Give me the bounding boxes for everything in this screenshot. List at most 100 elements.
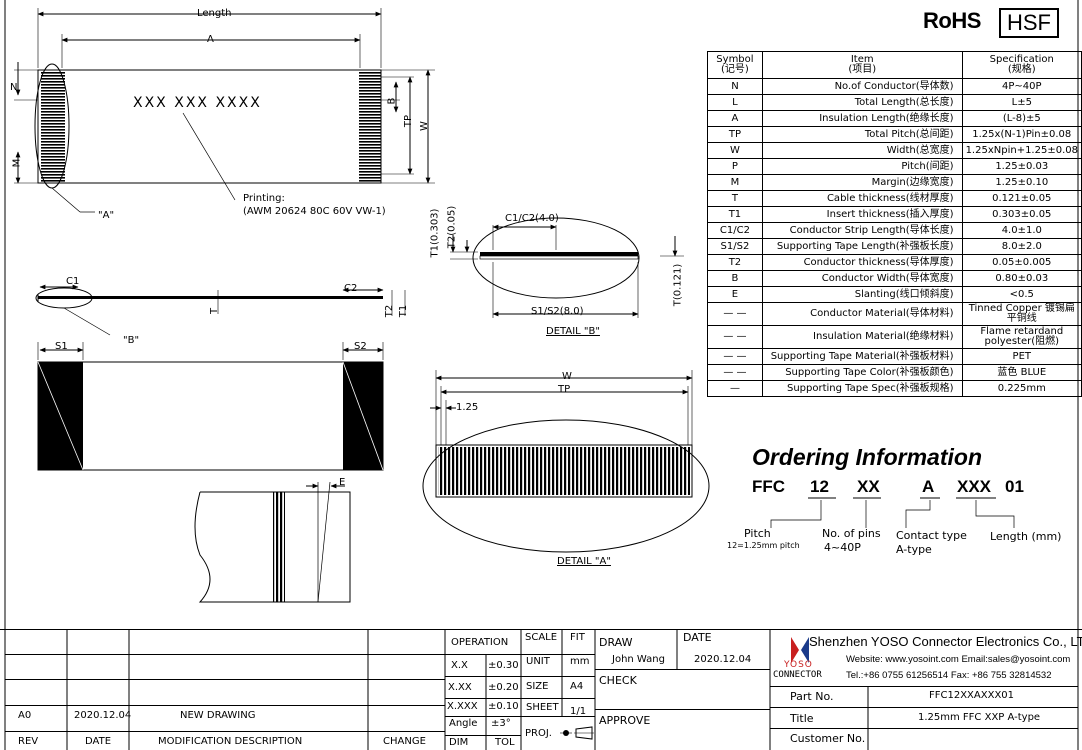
spec-header-cell: Specification(规格) [961, 51, 1082, 79]
spec-symbol: S1/S2 [707, 238, 763, 255]
w-label: W [418, 121, 430, 131]
spec-item: Cable thickness(线材厚度) [761, 190, 963, 207]
detail-a-title: DETAIL "A" [557, 556, 611, 567]
title-label: Title [790, 712, 814, 725]
marking-text: XXX XXX XXXX [133, 95, 262, 111]
date-label: DATE [683, 631, 712, 644]
spec-item: Conductor Width(导体宽度) [761, 270, 963, 287]
detail-b-title: DETAIL "B" [546, 326, 600, 337]
tol-xxxx-value: ±0.10 [488, 701, 519, 712]
code-pitch: 12 [810, 477, 829, 496]
t2-label: T2 [384, 304, 396, 318]
spec-value: <0.5 [961, 286, 1082, 303]
spec-item: Conductor thickness(导体厚度) [761, 254, 963, 271]
spec-value: 4.0±1.0 [961, 222, 1082, 239]
spec-value: 1.25±0.03 [961, 158, 1082, 175]
date-value: 2020.12.04 [694, 654, 752, 665]
spec-value: 0.303±0.05 [961, 206, 1082, 223]
pins-range: 4~40P [824, 541, 861, 554]
spec-row: —Supporting Tape Spec(补强板规格)0.225mm [707, 380, 1082, 397]
projection-symbol [560, 726, 594, 740]
tol-xx-value: ±0.30 [488, 660, 519, 671]
e-label: E [339, 477, 346, 488]
spec-value: 1.25±0.10 [961, 174, 1082, 191]
ordering-leaders [770, 497, 1015, 528]
date-header: DATE [85, 736, 112, 747]
spec-row: — —Insulation Material(绝缘材料)Flame retard… [707, 325, 1082, 349]
spec-header-cell: Item(项目) [761, 51, 963, 79]
spec-value: (L-8)±5 [961, 110, 1082, 127]
tol-xxxx-label: X.XXX [447, 701, 478, 712]
s1-label: S1 [55, 341, 68, 352]
spec-value: 4P~40P [961, 78, 1082, 95]
spec-item: Supporting Tape Material(补强板材料) [761, 348, 963, 365]
sheet-value: 1/1 [570, 706, 587, 717]
b-label: B [386, 97, 398, 105]
angle-value: ±3° [491, 718, 511, 729]
spec-symbol: TP [707, 126, 763, 143]
s2-label: S2 [354, 341, 367, 352]
spec-symbol: B [707, 270, 763, 287]
part-no-value: FFC12XXAXXX01 [929, 690, 1015, 701]
tol-label: TOL [495, 737, 515, 748]
rev-header: REV [18, 736, 39, 747]
code-contact: A [922, 477, 935, 496]
spec-item: Conductor Material(导体材料) [761, 302, 963, 326]
spec-header-text: Symbol [716, 54, 754, 65]
spec-symbol: T [707, 190, 763, 207]
spec-value: 1.25xNpin+1.25±0.08 [961, 142, 1082, 159]
approve-label: APPROVE [599, 714, 651, 727]
company-website: Website: www.yosoint.com Email:sales@yos… [846, 654, 1071, 665]
tol-xx-label: X.X [451, 660, 468, 671]
unit-label: UNIT [526, 656, 550, 667]
angle-label: Angle [449, 718, 478, 729]
c1c2-dim-label: C1/C2(4.0) [505, 213, 559, 224]
operation-label: OPERATION [451, 637, 509, 648]
size-value: A4 [570, 681, 584, 692]
rev-description: NEW DRAWING [180, 710, 256, 721]
ordering-title: Ordering Information [752, 444, 982, 470]
spec-item: Supporting Tape Spec(补强板规格) [761, 380, 963, 397]
spec-value: 0.121±0.05 [961, 190, 1082, 207]
t1-label: T1 [398, 304, 410, 318]
spec-header-row: Symbol(记号)Item(项目)Specification(规格) [707, 51, 1082, 79]
spec-symbol: L [707, 94, 763, 111]
check-label: CHECK [599, 674, 637, 687]
hsf-badge: HSF [999, 8, 1059, 38]
spec-item: Insert thickness(插入厚度) [761, 206, 963, 223]
spec-item: Slanting(线口倾斜度) [761, 286, 963, 303]
slant-detail [194, 481, 351, 603]
detail-b [450, 217, 684, 318]
spec-header-text: Specification [989, 54, 1054, 65]
logo-text-yoso: YOSO [784, 660, 813, 670]
detail-a [422, 370, 710, 553]
spec-item: Width(总宽度) [761, 142, 963, 159]
spec-value: 0.225mm [961, 380, 1082, 397]
spec-row: — —Supporting Tape Color(补强板颜色)蓝色 BLUE [707, 364, 1082, 381]
spec-symbol: N [707, 78, 763, 95]
spec-symbol: M [707, 174, 763, 191]
company-tel: Tel.:+86 0755 61256514 Fax: +86 755 3281… [846, 670, 1052, 681]
spec-symbol: A [707, 110, 763, 127]
title-block-grid [0, 629, 1082, 750]
spec-header-text: (记号) [721, 64, 749, 75]
spec-item: Margin(边缘宽度) [761, 174, 963, 191]
m-label: M [11, 158, 23, 168]
fit-label: FIT [570, 632, 585, 643]
customer-no-label: Customer No. [790, 732, 866, 745]
view-b-label: "B" [123, 335, 140, 346]
spec-header-cell: Symbol(记号) [707, 51, 763, 79]
code-pins: XX [857, 477, 880, 496]
title-value: 1.25mm FFC XXP A-type [918, 712, 1041, 723]
scale-label: SCALE [525, 632, 558, 643]
spec-value: PET [961, 348, 1082, 365]
printing-spec: (AWM 20624 80C 60V VW-1) [243, 206, 386, 217]
logo-text-connector: CONNECTOR [773, 670, 822, 680]
spec-symbol: — — [707, 348, 763, 365]
